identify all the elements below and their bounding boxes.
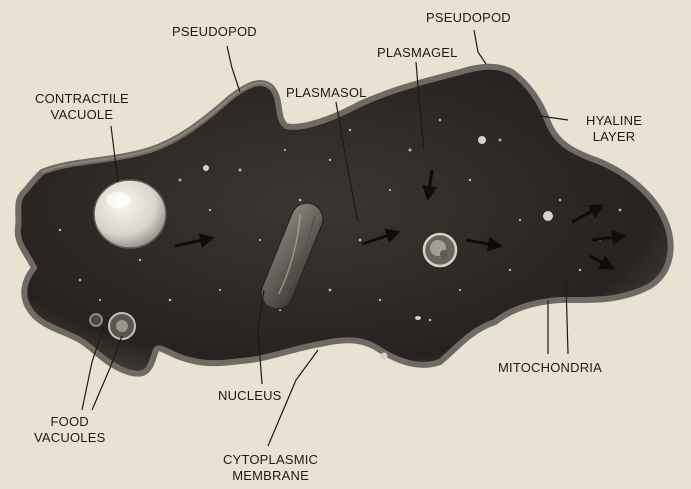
label-pseudopod-right: PSEUDOPOD <box>426 10 511 26</box>
label-hyaline-layer: HYALINE LAYER <box>586 113 642 145</box>
label-hyaline-layer-line-1: HYALINE <box>586 113 642 129</box>
label-contractile-vacuole-line-1: CONTRACTILE <box>35 91 129 107</box>
label-cytoplasmic-membrane-line-2: MEMBRANE <box>223 468 318 484</box>
label-cytoplasmic-membrane-line-1: CYTOPLASMIC <box>223 452 318 468</box>
label-food-vacuoles-line-2: VACUOLES <box>34 430 105 446</box>
label-pseudopod-left: PSEUDOPOD <box>172 24 257 40</box>
label-hyaline-layer-line-2: LAYER <box>586 129 642 145</box>
label-mitochondria: MITOCHONDRIA <box>498 360 602 376</box>
label-food-vacuoles-line-1: FOOD <box>34 414 105 430</box>
label-cytoplasmic-membrane: CYTOPLASMIC MEMBRANE <box>223 452 318 484</box>
label-contractile-vacuole: CONTRACTILE VACUOLE <box>35 91 129 123</box>
contractile-vacuole <box>94 180 166 248</box>
label-food-vacuoles: FOOD VACUOLES <box>34 414 105 446</box>
label-plasmasol: PLASMASOL <box>286 85 367 101</box>
label-nucleus: NUCLEUS <box>218 388 282 404</box>
label-plasmagel: PLASMAGEL <box>377 45 458 61</box>
label-contractile-vacuole-line-2: VACUOLE <box>35 107 129 123</box>
